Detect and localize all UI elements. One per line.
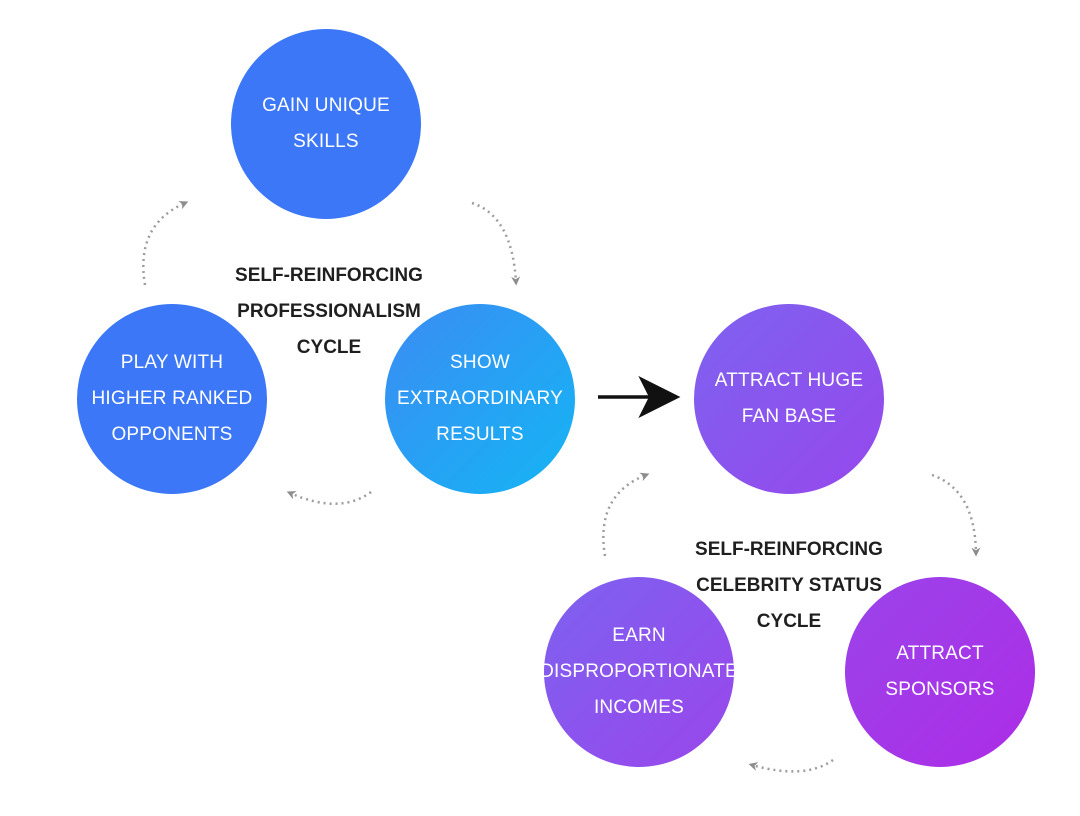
node-label: EARN DISPROPORTIONATE INCOMES: [540, 625, 738, 718]
node-label: PLAY WITH HIGHER RANKED OPPONENTS: [91, 352, 253, 445]
node-label: GAIN UNIQUE SKILLS: [262, 95, 390, 152]
cycle-label-professionalism: SELF-REINFORCING PROFESSIONALISM CYCLE: [235, 265, 423, 358]
node-show-extraordinary-results: SHOW EXTRAORDINARY RESULTS: [385, 304, 575, 494]
cycle-label-celebrity-status: SELF-REINFORCING CELEBRITY STATUS CYCLE: [695, 539, 883, 632]
node-label: ATTRACT HUGE FAN BASE: [714, 370, 864, 427]
cycle2-arrow-fanbase-to-sponsors: [931, 473, 981, 557]
node-attract-huge-fan-base: ATTRACT HUGE FAN BASE: [694, 304, 884, 494]
cycle1-arrow-opponents-to-skills: [142, 201, 189, 286]
node-gain-unique-skills: GAIN UNIQUE SKILLS: [231, 29, 421, 219]
node-label: ATTRACT SPONSORS: [885, 643, 995, 700]
cycle2-arrow-sponsors-to-incomes: [748, 758, 834, 773]
cycle1-arrow-results-to-opponents: [286, 490, 372, 505]
node-earn-disproportionate-incomes: EARN DISPROPORTIONATE INCOMES: [540, 577, 738, 767]
cycle1-arrow-skills-to-results: [471, 201, 521, 286]
node-play-with-higher-ranked-opponents: PLAY WITH HIGHER RANKED OPPONENTS: [77, 304, 267, 494]
node-attract-sponsors: ATTRACT SPONSORS: [845, 577, 1035, 767]
cycle2-arrow-incomes-to-fanbase: [602, 472, 650, 557]
node-label: SHOW EXTRAORDINARY RESULTS: [397, 352, 563, 445]
